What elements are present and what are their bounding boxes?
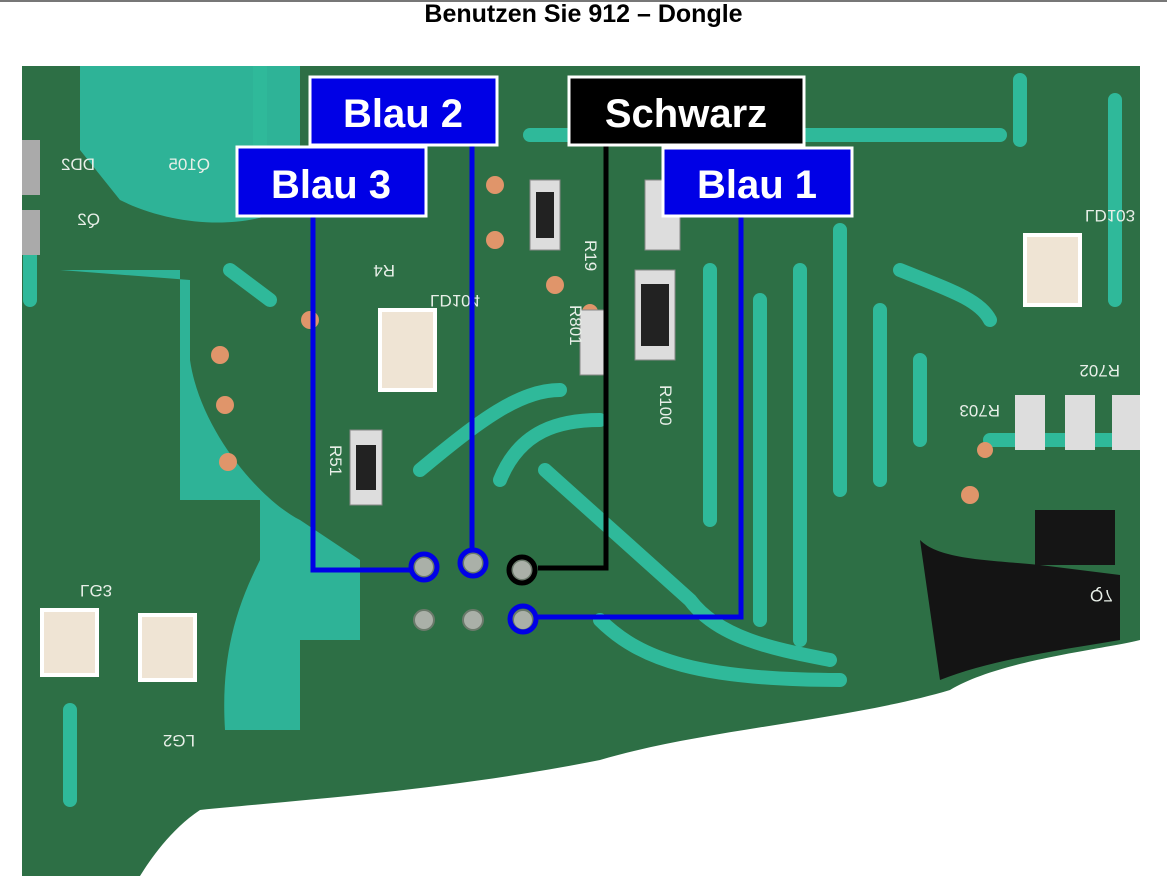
label-blau-1: Blau 1 <box>661 146 854 218</box>
label-blau-3: Blau 3 <box>235 145 428 218</box>
top-border <box>0 0 1167 2</box>
pin-blau-2 <box>457 547 489 579</box>
wire-schwarz <box>538 145 609 571</box>
silk-q105: Q105 <box>168 155 210 174</box>
wire-blau-3 <box>310 216 410 573</box>
label-blau-2: Blau 2 <box>308 75 499 147</box>
silk-r100: R100 <box>656 385 675 426</box>
page-title: Benutzen Sie 912 – Dongle <box>424 0 743 28</box>
silk-r51: R51 <box>326 445 345 476</box>
copper-pour <box>60 270 360 730</box>
dark-cutout <box>920 540 1120 680</box>
silk-q7: Q7 <box>1090 586 1113 605</box>
wire-blau-1 <box>538 216 744 620</box>
silk-ld104: LD104 <box>430 291 480 310</box>
silk-lg2: LG2 <box>163 731 195 750</box>
pin-schwarz <box>506 554 538 586</box>
silk-r801: R801 <box>566 305 585 346</box>
silk-r703: R703 <box>959 401 1000 420</box>
pin-blau-1 <box>507 603 539 635</box>
label-blau-1-text: Blau 1 <box>697 163 817 207</box>
silk-lg3: LG3 <box>80 581 112 600</box>
silk-r702: R702 <box>1079 361 1120 380</box>
silk-q2: Q2 <box>77 210 100 229</box>
label-blau-3-text: Blau 3 <box>271 163 391 207</box>
header-pads <box>413 552 534 631</box>
silk-r4: R4 <box>373 261 395 280</box>
pin-blau-3 <box>408 551 440 583</box>
label-schwarz: Schwarz <box>567 75 806 147</box>
silk-r19: R19 <box>581 240 600 271</box>
label-blau-2-text: Blau 2 <box>343 92 463 136</box>
label-schwarz-text: Schwarz <box>605 92 767 136</box>
smd-components <box>22 140 1140 682</box>
silk-dd2: DD2 <box>61 155 95 174</box>
silk-ld103: LD103 <box>1085 206 1135 225</box>
